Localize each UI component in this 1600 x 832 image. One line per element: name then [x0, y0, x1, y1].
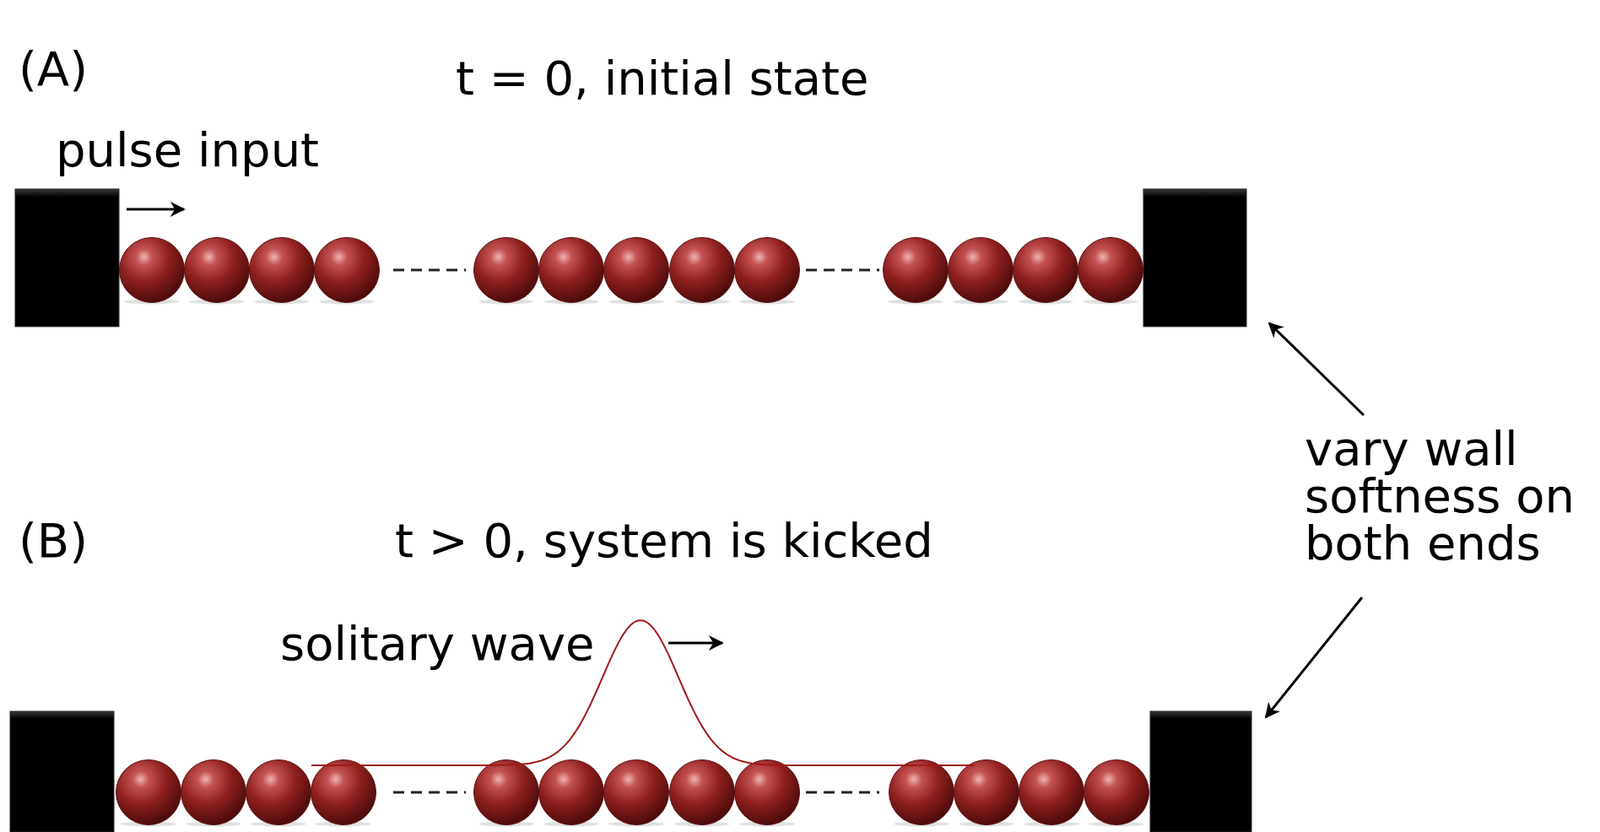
granule-ball	[184, 237, 250, 303]
left-wall	[15, 189, 119, 327]
granule-ball	[1013, 237, 1079, 303]
granule-ball	[735, 760, 800, 826]
granule-ball	[735, 237, 800, 303]
granule-ball	[116, 760, 182, 826]
granule-ball	[954, 760, 1020, 826]
callout-arrow	[1265, 597, 1363, 718]
granule-ball	[539, 760, 605, 826]
granule-ball	[311, 760, 377, 826]
granule-ball	[889, 760, 955, 826]
direction-arrow	[668, 642, 723, 645]
panel-letter: (A)	[18, 45, 88, 93]
granule-ball	[474, 237, 540, 303]
pulse-arrow	[126, 208, 184, 211]
granule-ball	[1019, 760, 1085, 826]
right-wall	[1150, 711, 1252, 832]
wave-label: solitary wave	[280, 620, 595, 668]
right-wall	[1143, 189, 1247, 327]
granule-ball	[246, 760, 312, 826]
chain-gap	[393, 791, 466, 795]
chain-gap	[805, 269, 880, 272]
chain-gap	[805, 791, 880, 795]
granule-ball	[604, 760, 670, 826]
callout-text: vary wall softness on both ends	[1304, 425, 1592, 568]
granule-ball	[1078, 237, 1144, 303]
granule-ball	[670, 237, 736, 303]
chain-gap	[393, 269, 466, 272]
granule-ball	[314, 237, 380, 303]
granule-ball	[948, 237, 1014, 303]
granule-ball	[883, 237, 949, 303]
panel-title: t > 0, system is kicked	[394, 517, 934, 565]
granule-ball	[1084, 760, 1150, 826]
annotation: pulse input	[55, 126, 319, 174]
left-wall	[10, 711, 114, 832]
callout-arrow	[1269, 323, 1364, 416]
granule-ball	[249, 237, 315, 303]
granule-ball	[539, 237, 605, 303]
panel-letter: (B)	[18, 517, 88, 565]
panel-title: t = 0, initial state	[455, 54, 869, 103]
granule-ball	[119, 237, 185, 303]
granule-ball	[670, 760, 736, 826]
granule-ball	[474, 760, 540, 826]
granule-ball	[604, 237, 670, 303]
granule-ball	[181, 760, 247, 826]
